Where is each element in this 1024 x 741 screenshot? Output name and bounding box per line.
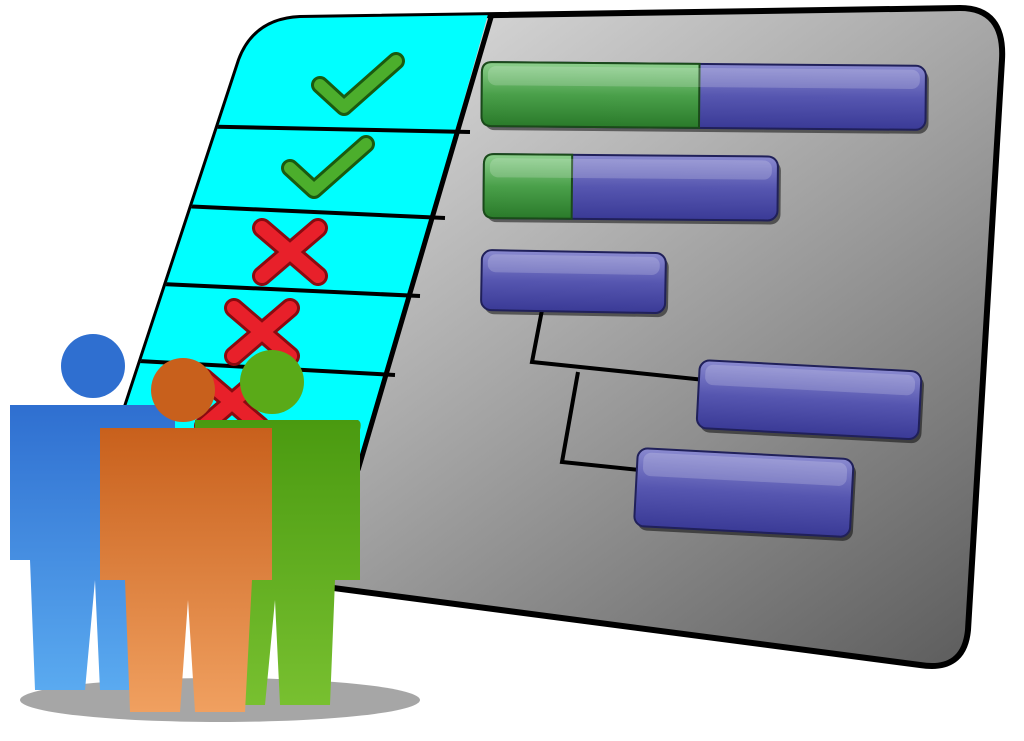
check-icon (311, 52, 405, 116)
task-bar (480, 61, 929, 134)
cross-icon (224, 298, 300, 366)
gantt-tasks (480, 61, 929, 541)
task-progress (480, 61, 701, 129)
task-duration (695, 359, 923, 441)
task-bar (480, 249, 669, 318)
task-dependencies (529, 309, 706, 472)
task-duration (633, 447, 855, 538)
column-divider (355, 13, 495, 471)
task-bar (482, 153, 781, 225)
cross-icon (252, 218, 328, 286)
task-bar (695, 359, 924, 444)
check-icon (281, 135, 375, 199)
task-progress (482, 153, 574, 220)
person-orange (100, 358, 272, 712)
checklist (194, 52, 405, 436)
task-duration (480, 249, 667, 315)
team-people (10, 334, 361, 712)
task-bar (633, 447, 856, 541)
